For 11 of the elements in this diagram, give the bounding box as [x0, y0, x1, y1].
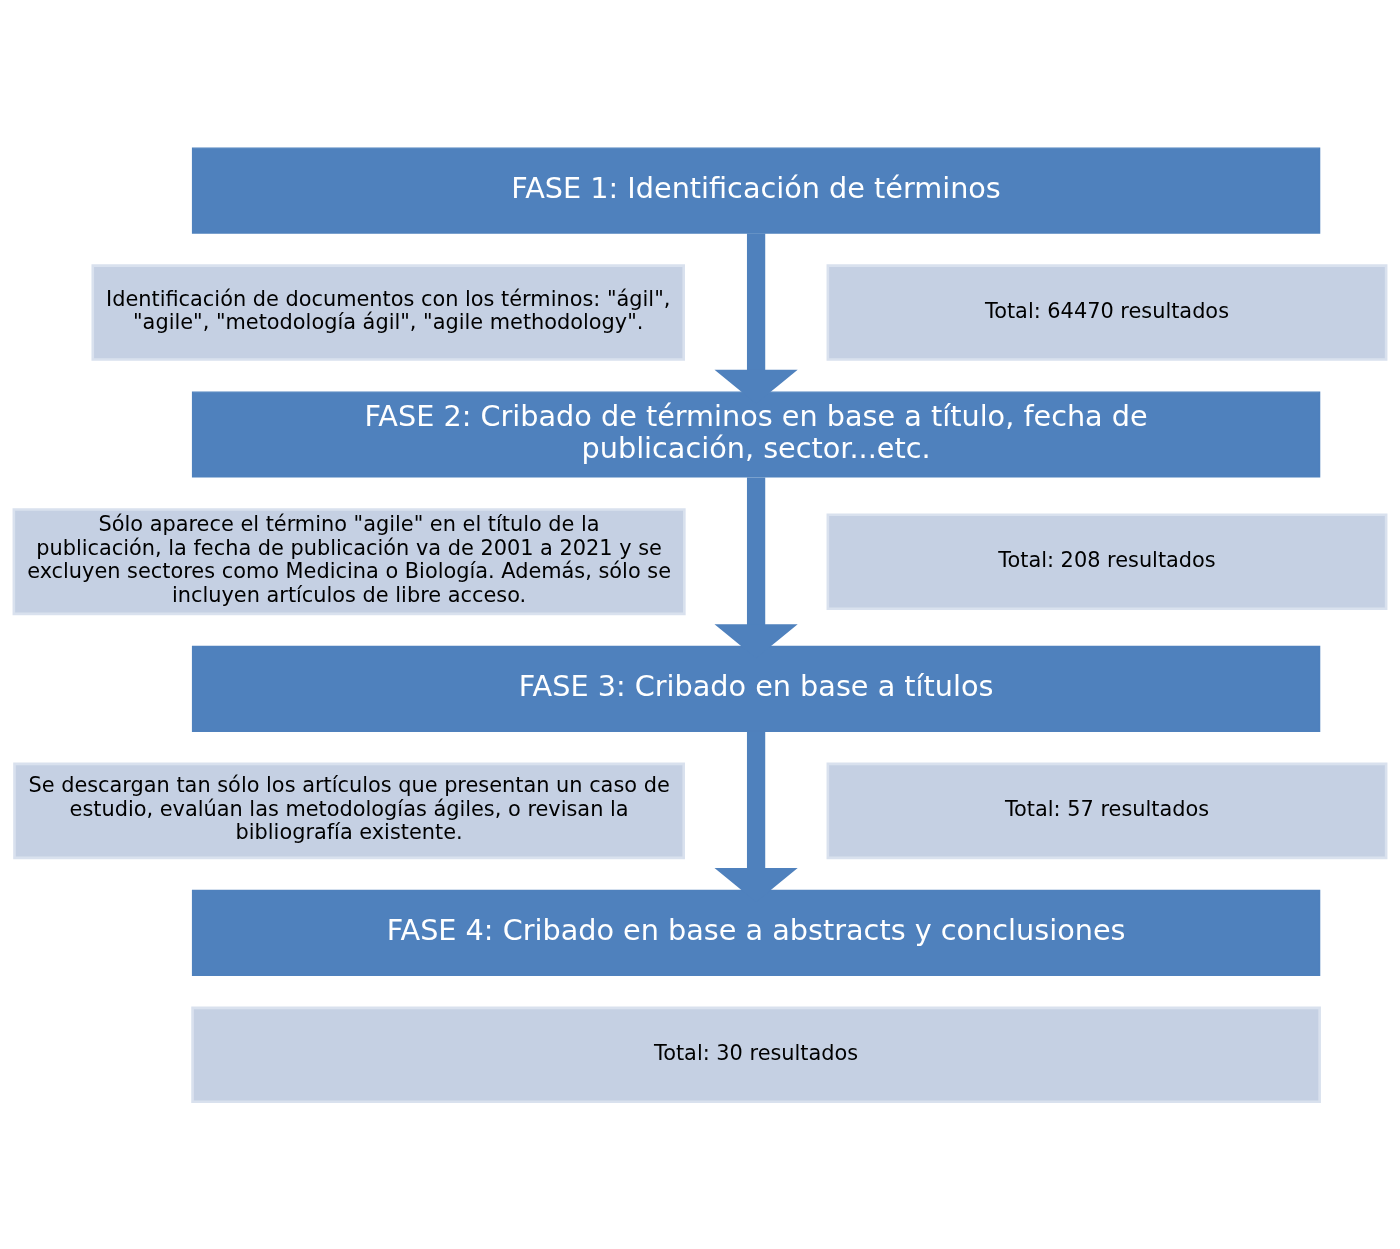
node-box: FASE 4: Cribado en base a abstracts y conclusiones	[191, 889, 1321, 976]
node-box: FASE 1: Identificación de términos	[191, 147, 1321, 234]
node-box: Se descargan tan sólo los artículos que presentan un caso de estudio, evalúan las metodologías ágiles, o revisan la bibliografía existente.	[13, 762, 685, 859]
node-box: Total: 208 resultados	[826, 512, 1388, 610]
node-box: Total: 57 resultados	[826, 762, 1388, 859]
node-box: Identificación de documentos con los términos: "ágil", "agile", "metodología ágil", "agile methodology".	[91, 263, 685, 361]
node-box: Sólo aparece el término "agile" en el título de la publicación, la fecha de publicación va de 2001 a 2021 y se excluyen sectores como Medicina o Biología. Además, sólo se incluyen artículos de libre acceso.	[12, 507, 686, 615]
node-box: FASE 3: Cribado en base a títulos	[191, 645, 1321, 732]
node-box: Total: 30 resultados	[191, 1006, 1321, 1103]
node-box: Total: 64470 resultados	[826, 263, 1388, 361]
node-box: FASE 2: Cribado de términos en base a título, fecha de publicación, sector...etc.	[191, 391, 1321, 478]
